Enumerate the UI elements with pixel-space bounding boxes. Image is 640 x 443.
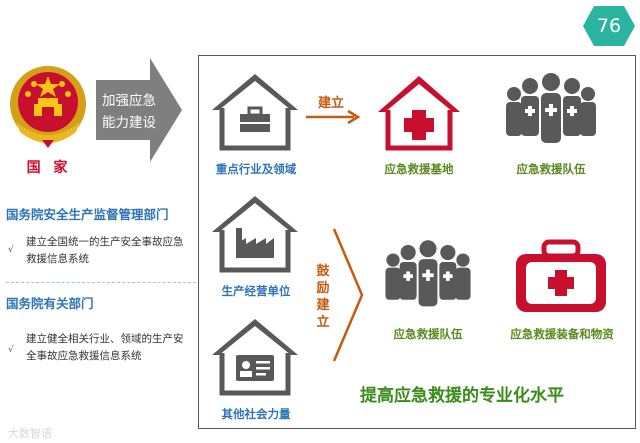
national-emblem-icon	[6, 62, 90, 150]
check-icon: √	[8, 245, 14, 255]
page-number: 76	[596, 15, 622, 37]
country-label: 国 家	[26, 160, 72, 176]
gray-arrow-shape	[96, 58, 182, 162]
arrow-label-line1: 加强应急	[102, 93, 156, 109]
encourage-char-2: 励	[316, 281, 330, 296]
source-label-enterprises: 生产经营单位	[221, 284, 291, 298]
encourage-chevron	[332, 228, 364, 362]
rescue-base-house-icon	[378, 76, 460, 151]
divider	[6, 282, 196, 283]
dept-title-related: 国务院有关部门	[6, 296, 94, 311]
house-id-card-icon	[212, 319, 298, 396]
check-icon: √	[8, 345, 14, 355]
first-aid-kit-icon	[516, 239, 606, 312]
source-label-social-forces: 其他社会力量	[221, 407, 291, 421]
establish-label: 建立	[318, 96, 345, 111]
dept-desc-safety: 建立全国统一的生产安全事故应急救援信息系统	[26, 236, 184, 265]
target-label-equipment: 应急救援装备和物资	[510, 327, 614, 341]
dept-title-safety: 国务院安全生产监督管理部门	[6, 207, 169, 222]
page-number-badge: 76	[582, 4, 636, 48]
dept-desc-related: 建立健全相关行业、领域的生产安全事故应急救援信息系统	[26, 333, 184, 362]
establish-arrow	[306, 109, 361, 125]
goal-text: 提高应急救援的专业化水平	[360, 386, 564, 406]
target-label-rescue-team-bottom: 应急救援队伍	[393, 327, 463, 341]
target-label-rescue-team-top: 应急救援队伍	[516, 162, 586, 176]
encourage-char-3: 建	[316, 298, 330, 313]
encourage-char-4: 立	[316, 315, 330, 330]
arrow-label-line2: 能力建设	[102, 115, 156, 131]
encourage-char-1: 鼓	[316, 264, 330, 279]
rescue-team-icon	[506, 73, 596, 143]
house-factory-icon	[212, 196, 298, 273]
watermark: 大数智语	[8, 427, 52, 440]
rescue-team-icon	[385, 240, 471, 307]
house-briefcase-icon	[212, 74, 298, 151]
strengthen-capacity-arrow: 加强应急 能力建设	[96, 58, 182, 162]
source-label-key-industries: 重点行业及领域	[215, 162, 297, 176]
target-label-rescue-base: 应急救援基地	[384, 162, 454, 176]
hexagon-shape	[583, 6, 635, 46]
